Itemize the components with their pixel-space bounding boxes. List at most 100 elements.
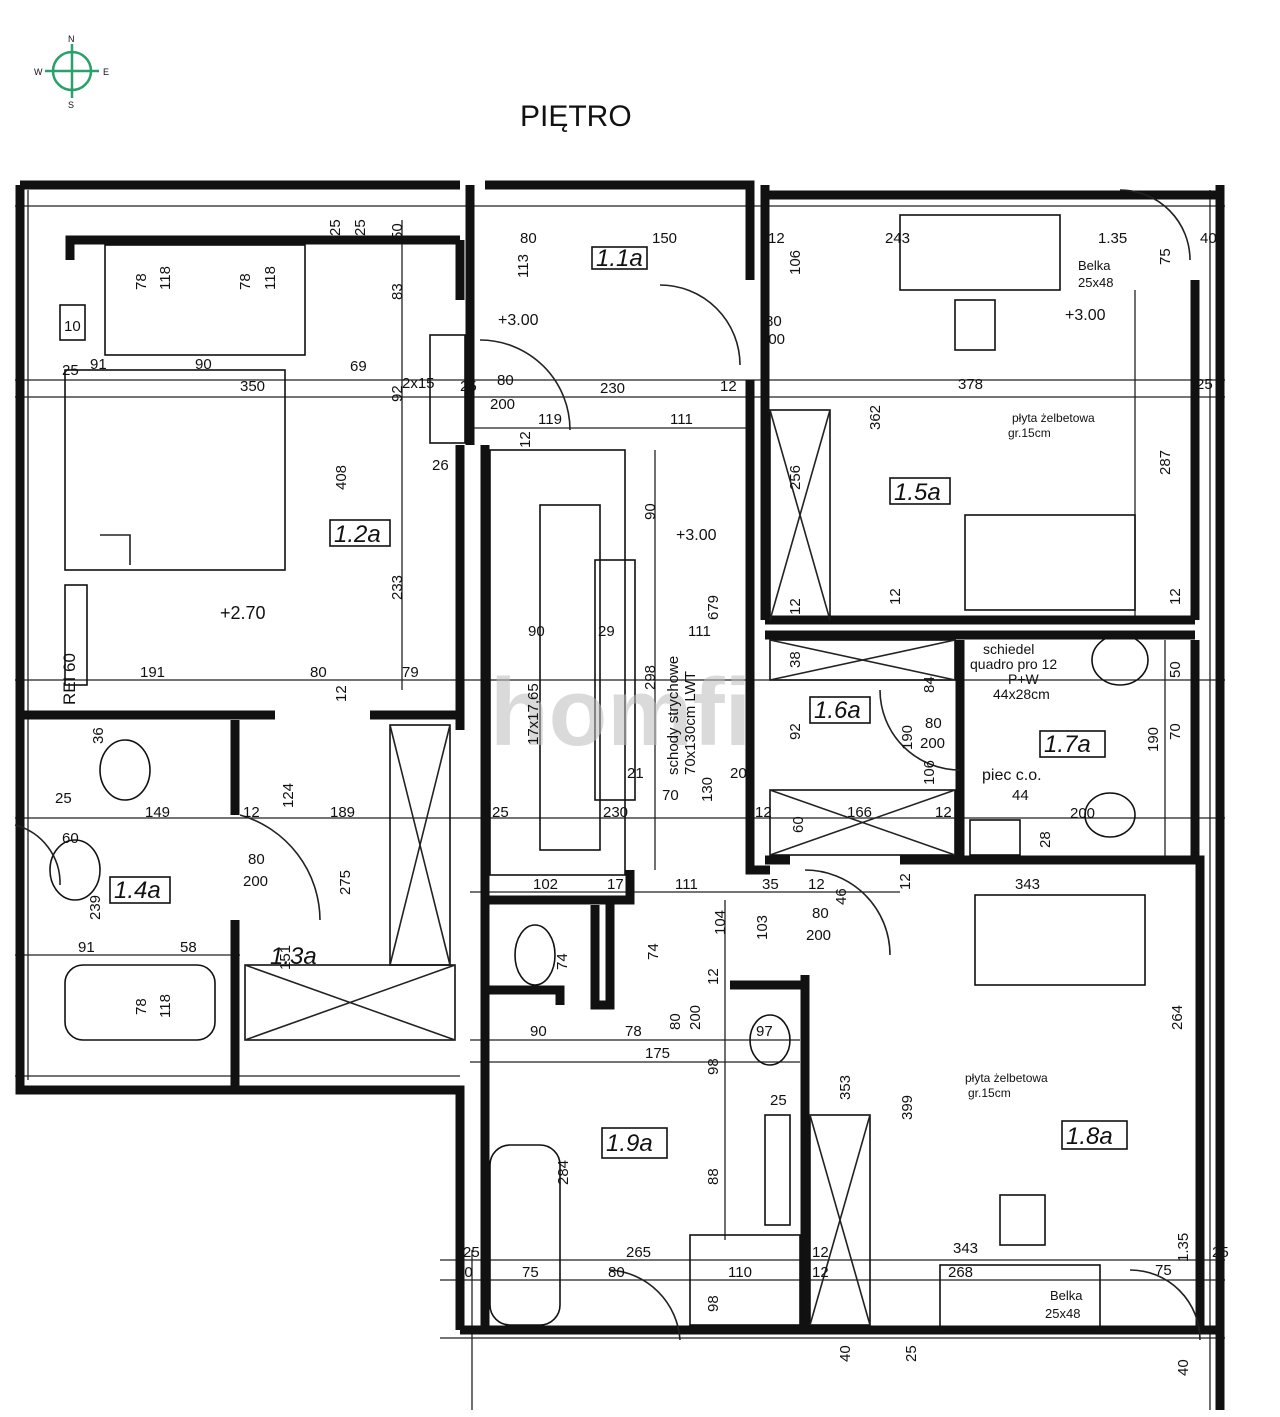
dimension-label: 40 <box>1175 1359 1192 1376</box>
dimension-label: 74 <box>554 953 571 970</box>
dimension-label: 264 <box>1169 1005 1186 1030</box>
dimension-label: 80 <box>925 715 942 732</box>
dimension-label: 90 <box>642 503 659 520</box>
dimension-label: 28 <box>1037 831 1054 848</box>
dimension-label: 200 <box>806 927 831 944</box>
dimension-label: 118 <box>262 266 279 290</box>
dimension-label: 26 <box>432 457 449 474</box>
dimension-label: 79 <box>402 664 419 681</box>
dimension-label: 1.35 <box>1175 1233 1192 1262</box>
room-label-1-6a: 1.6a <box>814 697 861 724</box>
dimension-label: 343 <box>1015 876 1040 893</box>
dimension-label: 75 <box>522 1264 539 1281</box>
dimension-label: 80 <box>608 1264 625 1281</box>
furniture <box>14 189 1201 1341</box>
dimension-label: 189 <box>330 804 355 821</box>
dimension-label: 287 <box>1157 450 1174 475</box>
dimension-label: 284 <box>555 1160 572 1185</box>
compass-icon: N S E W <box>34 34 109 110</box>
dimension-label: 46 <box>833 888 850 905</box>
dimension-label: 80 <box>310 664 327 681</box>
compass-south: S <box>68 100 74 110</box>
dimension-label: 74 <box>645 943 662 960</box>
slab-label-2: płyta żelbetowa <box>965 1071 1048 1085</box>
dimension-label: 12 <box>720 378 737 395</box>
dimension-label: 17 <box>607 876 624 893</box>
dimension-label: 110 <box>728 1264 752 1281</box>
dimension-label: 10 <box>64 318 81 335</box>
dimension-label: 200 <box>1070 805 1095 822</box>
dimension-label: 25 <box>492 804 509 821</box>
dimension-label: 104 <box>712 910 729 935</box>
attic-stairs-size: 70x130cm LWT <box>682 671 699 775</box>
dimension-label: 190 <box>899 725 916 750</box>
dimension-label: 38 <box>787 651 804 668</box>
dimension-label: 44 <box>1012 787 1029 804</box>
dimension-label: 200 <box>760 331 785 348</box>
dimension-labels: 80 150 113 12 243 1.35 40 106 75 80 200 … <box>55 219 1229 1376</box>
dimension-label: 60 <box>62 830 79 847</box>
dimension-label: 78 <box>133 998 150 1015</box>
dimension-label: 150 <box>652 230 677 247</box>
dimension-label: 408 <box>333 465 350 490</box>
dimension-label: 91 <box>78 939 95 956</box>
dimension-label: 12 <box>243 804 260 821</box>
dimension-label: 40 <box>837 1345 854 1362</box>
dimension-label: 25 <box>55 790 72 807</box>
plan-notes: REI 60 schody strychowe 70x130cm LWT 17x… <box>60 258 1113 1321</box>
slab-thickness-2: gr.15cm <box>968 1086 1011 1100</box>
dimension-label: 25 <box>327 219 344 236</box>
compass-east: E <box>103 67 109 77</box>
dimension-label: 80 <box>765 313 782 330</box>
dimension-label: 12 <box>787 598 804 615</box>
dimension-label: 25 <box>903 1345 920 1362</box>
watermark: homfi <box>490 659 751 766</box>
level-mark-1: +3.00 <box>498 312 539 329</box>
dimension-label: 91 <box>90 356 107 373</box>
dimension-label: 25 <box>460 378 477 395</box>
dimension-label: 90 <box>530 1023 547 1040</box>
dimension-label: 80 <box>812 905 829 922</box>
page-title: PIĘTRO <box>520 100 632 133</box>
chimney-size: 44x28cm <box>993 686 1050 702</box>
dimension-label: 151 <box>277 945 294 970</box>
dimension-label: 97 <box>756 1023 773 1040</box>
room-label-1-9a: 1.9a <box>606 1130 653 1157</box>
dimension-label: 175 <box>645 1045 670 1062</box>
dimension-label: 102 <box>533 876 558 893</box>
dimension-label: 166 <box>847 804 872 821</box>
room-label-1-2a: 1.2a <box>334 521 381 548</box>
dimension-label: 399 <box>899 1095 916 1120</box>
dimension-label: 378 <box>958 376 983 393</box>
dimension-label: 78 <box>625 1023 642 1040</box>
dimension-label: 12 <box>935 804 952 821</box>
dimension-label: 50 <box>389 223 406 240</box>
dimension-label: 111 <box>688 623 711 640</box>
dimension-label: 90 <box>528 623 545 640</box>
dimension-label: 200 <box>920 735 945 752</box>
boiler-label: piec c.o. <box>982 767 1042 784</box>
fire-rating-label: REI 60 <box>60 653 79 705</box>
dimension-label: 25 <box>62 362 79 379</box>
dimension-label: 200 <box>490 396 515 413</box>
dimension-label: 265 <box>626 1244 651 1261</box>
dimension-label: 40 <box>1200 230 1217 247</box>
dimension-label: 679 <box>705 595 722 620</box>
dimension-label: 12 <box>333 685 350 702</box>
dimension-label: 70 <box>662 787 679 804</box>
slab-label-1: płyta żelbetowa <box>1012 411 1095 425</box>
dimension-label: 75 <box>1157 248 1174 265</box>
dimension-label: 111 <box>675 876 698 893</box>
chimney-model: quadro pro 12 <box>970 656 1057 672</box>
dimension-label: 29 <box>598 623 615 640</box>
dimension-label: 239 <box>87 895 104 920</box>
dimension-label: 343 <box>953 1240 978 1257</box>
chimney-type: P+W <box>1008 671 1040 687</box>
dimension-label: 200 <box>687 1005 704 1030</box>
dimension-label: 92 <box>389 385 406 402</box>
dimension-label: 98 <box>705 1058 722 1075</box>
dimension-label: 36 <box>90 727 107 744</box>
dimension-lines <box>15 190 1225 1410</box>
dimension-label: 113 <box>515 254 532 278</box>
